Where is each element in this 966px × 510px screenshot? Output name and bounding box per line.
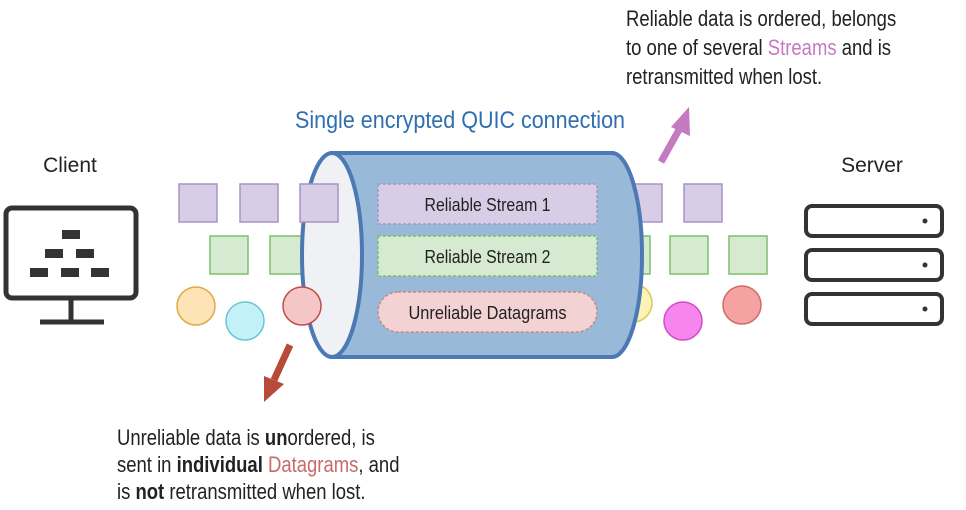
datagram-packet bbox=[722, 285, 762, 325]
stream-lane-3 bbox=[377, 291, 598, 333]
reliable-arrow bbox=[657, 107, 690, 164]
stream-lane-1 bbox=[377, 183, 598, 225]
stream1-packet bbox=[299, 183, 339, 223]
client-side-packets bbox=[176, 183, 309, 341]
server-icon bbox=[804, 204, 944, 326]
stream2-packet bbox=[728, 235, 768, 275]
server-label: Server bbox=[841, 154, 903, 177]
unreliable-note-line-2: sent in individual Datagrams, and bbox=[117, 452, 400, 477]
reliable-note-line-1: Reliable data is ordered, belongs bbox=[626, 6, 897, 31]
client-label: Client bbox=[43, 154, 97, 177]
stream2-packet bbox=[669, 235, 709, 275]
datagrams-highlight: Datagrams bbox=[262, 452, 359, 477]
streams-highlight: Streams bbox=[767, 35, 837, 60]
stream1-packet bbox=[239, 183, 279, 223]
stream1-packet bbox=[683, 183, 723, 223]
client-computer-icon bbox=[3, 205, 139, 325]
unreliable-note-line-3: is not retransmitted when lost. bbox=[117, 479, 366, 504]
datagram-packet bbox=[225, 301, 265, 341]
connection-label: Single encrypted QUIC connection bbox=[295, 107, 625, 134]
stream2-packet bbox=[209, 235, 249, 275]
unreliable-data-note: Unreliable data is unordered, is sent in… bbox=[117, 424, 477, 505]
reliable-note-line-2: to one of several Streams and is bbox=[626, 35, 892, 60]
reliable-note-line-3: retransmitted when lost. bbox=[626, 64, 823, 89]
unreliable-arrow bbox=[264, 343, 294, 402]
unreliable-note-line-1: Unreliable data is unordered, is bbox=[117, 425, 375, 450]
reliable-data-note: Reliable data is ordered, belongs to one… bbox=[626, 4, 956, 91]
datagram-packet bbox=[176, 286, 216, 326]
stream-lane-2 bbox=[377, 235, 598, 277]
stream1-packet bbox=[178, 183, 218, 223]
stream-lanes: Reliable Stream 1 Reliable Stream 2 Unreli… bbox=[377, 183, 598, 333]
datagram-packet bbox=[663, 301, 703, 341]
stream-lane-label: Unreliable Datagrams bbox=[409, 303, 567, 323]
stream-lane-label: Reliable Stream 2 bbox=[425, 247, 551, 267]
datagram-packet bbox=[282, 286, 322, 326]
stream-lane-label: Reliable Stream 1 bbox=[425, 195, 551, 215]
